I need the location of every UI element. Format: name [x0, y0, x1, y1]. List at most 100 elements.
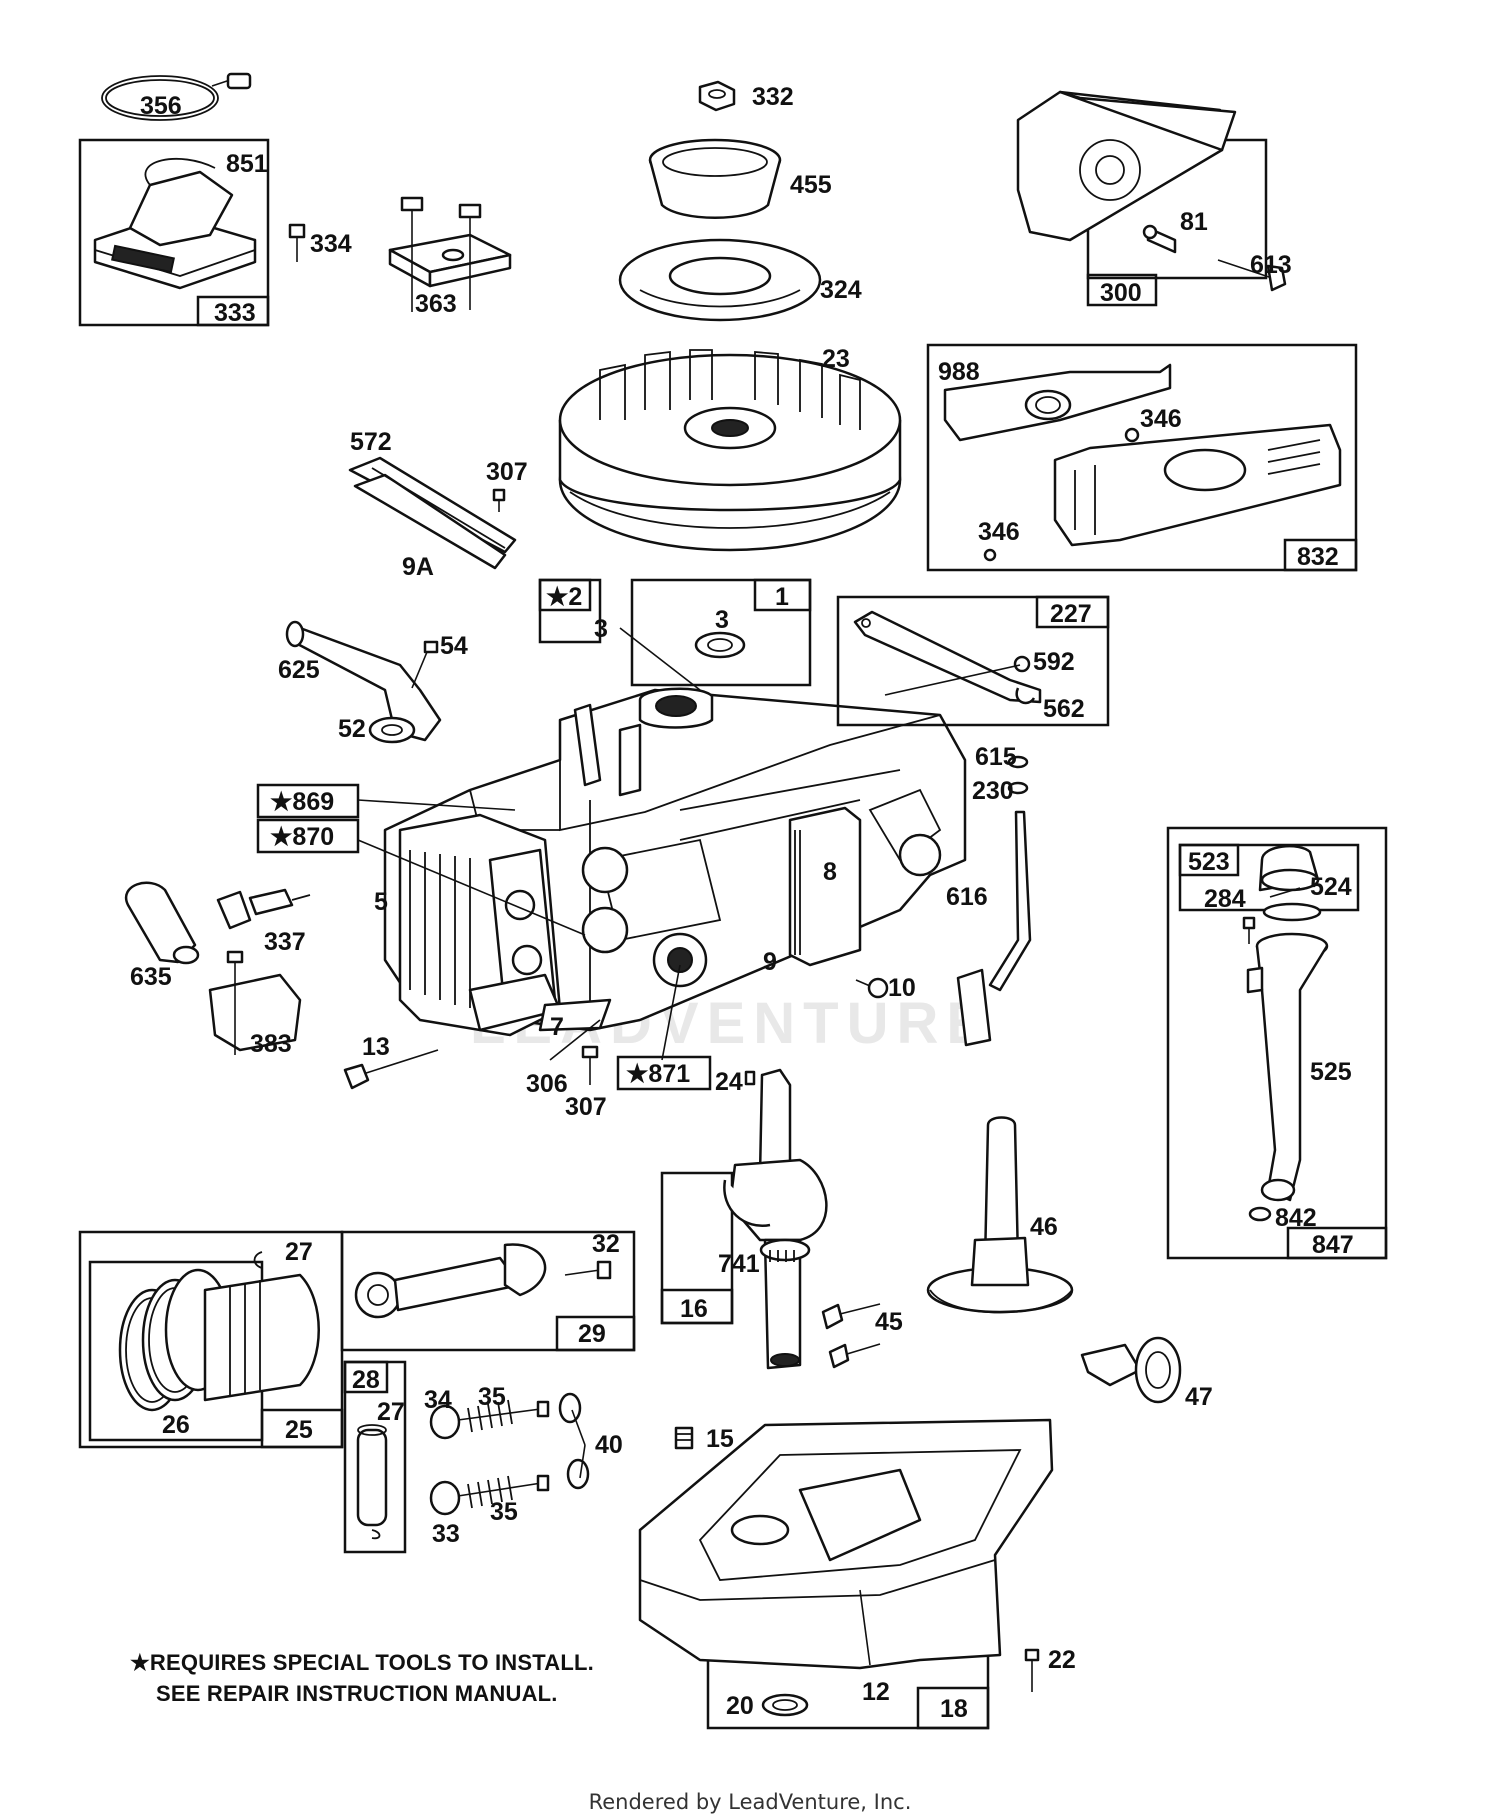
label-851: 851	[226, 150, 268, 178]
box-star-2-tag	[538, 578, 592, 612]
label-26: 26	[162, 1411, 190, 1439]
label-5: 5	[374, 888, 388, 916]
part-300-muffler	[1016, 90, 1237, 242]
label-227: 227	[1050, 600, 1092, 628]
label-524: 524	[1310, 873, 1352, 901]
label-25: 25	[285, 1416, 313, 1444]
box-29-tag	[555, 1315, 636, 1352]
part-16-crankshaft	[723, 1068, 828, 1370]
label-523: 523	[1188, 848, 1230, 876]
label-7: 7	[550, 1013, 564, 1041]
label-625: 625	[278, 656, 320, 684]
label-832: 832	[1297, 543, 1339, 571]
leader-lines	[357, 627, 1301, 1666]
label-3-a: 3	[594, 615, 608, 643]
part-5-cylinder-head	[398, 813, 562, 1037]
label-54: 54	[440, 632, 468, 660]
label-455: 455	[790, 171, 832, 199]
label-16: 16	[680, 1295, 708, 1323]
label-35-a: 35	[478, 1383, 506, 1411]
label-star-869: ★869	[270, 788, 334, 816]
part-525-fill-tube	[1246, 932, 1329, 1202]
label-18: 18	[940, 1695, 968, 1723]
label-20: 20	[726, 1692, 754, 1720]
label-40: 40	[595, 1431, 623, 1459]
part-81-plate	[1142, 224, 1177, 254]
part-32-bolt	[564, 1260, 612, 1280]
label-616: 616	[946, 883, 988, 911]
part-572-gasket	[348, 456, 517, 570]
label-33: 33	[432, 1520, 460, 1548]
part-8-breather	[788, 806, 862, 967]
part-613-bolt	[1217, 259, 1287, 292]
part-383-tool	[208, 950, 302, 1055]
part-307-screw-a	[492, 488, 506, 512]
callout-labels: 356 851 334 333 363 332 455 324 23 300 8…	[130, 83, 1354, 1723]
label-35-b: 35	[490, 1498, 518, 1526]
label-1: 1	[775, 583, 789, 611]
label-592: 592	[1033, 648, 1075, 676]
label-324: 324	[820, 276, 862, 304]
label-28: 28	[352, 1366, 380, 1394]
part-455-cup	[648, 138, 782, 219]
box-333	[78, 138, 270, 327]
label-525: 525	[1310, 1058, 1352, 1086]
part-24-key	[744, 1070, 756, 1086]
label-32: 32	[592, 1230, 620, 1258]
box-847	[1166, 826, 1388, 1260]
label-306: 306	[526, 1070, 568, 1098]
label-27-b: 27	[377, 1398, 405, 1426]
label-307-a: 307	[486, 458, 528, 486]
box-star-870	[256, 818, 360, 854]
part-47-governor	[1080, 1336, 1182, 1404]
part-334-screw	[288, 223, 306, 262]
box-333-tag	[196, 295, 270, 327]
label-23: 23	[822, 345, 850, 373]
note-line-2: SEE REPAIR INSTRUCTION MANUAL.	[156, 1681, 558, 1706]
label-300: 300	[1100, 279, 1142, 307]
box-300-tag	[1086, 273, 1158, 307]
box-1-tag	[753, 578, 812, 612]
label-46: 46	[1030, 1213, 1058, 1241]
part-46-camshaft	[926, 1116, 1074, 1314]
label-346-b: 346	[978, 518, 1020, 546]
part-324-screen	[618, 238, 822, 322]
part-10-screw	[855, 977, 889, 999]
box-25-tag	[260, 1408, 344, 1449]
part-851-armature	[93, 157, 257, 290]
label-81: 81	[1180, 208, 1208, 236]
label-988: 988	[938, 358, 980, 386]
label-15: 15	[706, 1425, 734, 1453]
label-307-b: 307	[565, 1093, 607, 1121]
part-54-screw	[411, 640, 439, 689]
part-616-dipstick	[956, 810, 1032, 1047]
label-47: 47	[1185, 1383, 1213, 1411]
label-star-2: ★2	[546, 583, 582, 611]
label-613: 613	[1250, 251, 1292, 279]
part-346-screw	[983, 427, 1140, 562]
label-8: 8	[823, 858, 837, 886]
part-307-screw-b	[581, 1045, 599, 1085]
part-18-sump	[638, 1418, 1054, 1670]
label-12: 12	[862, 1678, 890, 1706]
label-22: 22	[1048, 1646, 1076, 1674]
box-1	[630, 578, 812, 687]
special-tools-note: ★REQUIRES SPECIAL TOOLS TO INSTALL. SEE …	[130, 1647, 594, 1709]
box-28-tag	[343, 1360, 389, 1394]
label-3-b: 3	[715, 606, 729, 634]
part-337-spark-plug	[216, 888, 311, 930]
box-227	[836, 595, 1110, 727]
part-832-blower-housing	[1053, 423, 1342, 547]
label-842: 842	[1275, 1204, 1317, 1232]
box-832	[926, 343, 1358, 572]
box-227-tag	[1035, 595, 1110, 629]
label-45: 45	[875, 1308, 903, 1336]
box-star-869	[256, 783, 360, 819]
label-615: 615	[975, 743, 1017, 771]
part-13-bolt	[343, 1049, 439, 1090]
label-356: 356	[140, 92, 182, 120]
label-332: 332	[752, 83, 794, 111]
box-29	[340, 1230, 636, 1352]
label-741: 741	[718, 1250, 760, 1278]
